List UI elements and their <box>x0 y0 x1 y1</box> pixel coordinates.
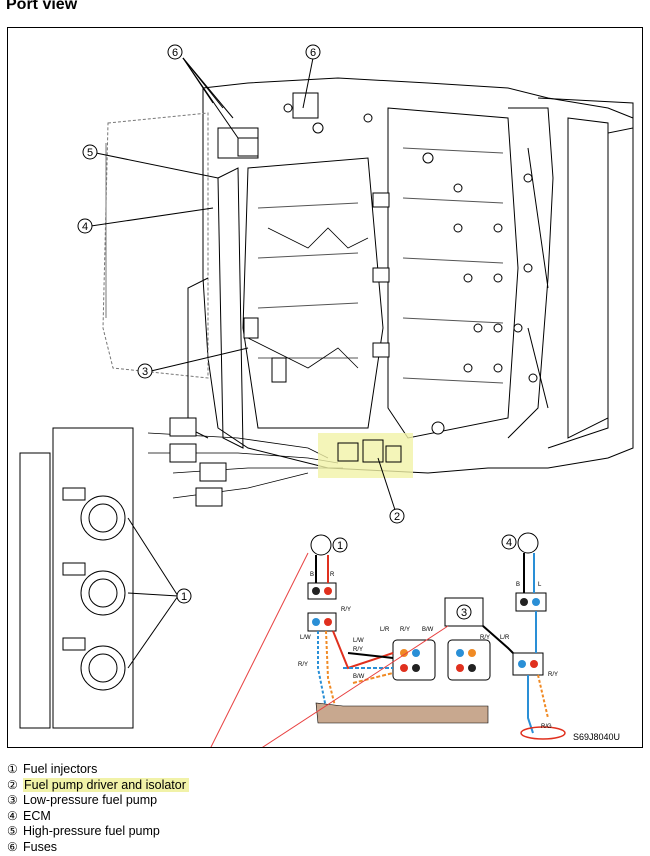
wl-lr2: L/R <box>500 635 510 641</box>
callout-2: 2 <box>394 511 400 523</box>
wl-lw2: L/W <box>353 638 364 644</box>
schem-callout-3: 3 <box>461 607 467 619</box>
wl-ry6: R/Y <box>548 672 558 678</box>
callout-6a: 6 <box>172 47 178 59</box>
wl-lr1: L/R <box>380 627 390 633</box>
wl-ry4: R/Y <box>400 627 410 633</box>
pump-driver <box>337 439 402 463</box>
legend-text: ECM <box>23 808 51 823</box>
engine-diagram: 6 6 5 4 3 2 1 1 4 3 <box>19 44 634 747</box>
wiring-schematic: 1 4 3 <box>298 532 620 742</box>
wl-bw2: B/W <box>422 627 434 633</box>
engine-bolts <box>283 103 538 435</box>
wl-bw1: B/W <box>353 674 365 680</box>
callout-numbers: 6 6 5 4 3 2 1 <box>82 47 400 603</box>
diagram-frame: 6 6 5 4 3 2 1 1 4 3 <box>7 27 643 748</box>
schem-callout-4: 4 <box>506 537 512 549</box>
wl-ry5: R/Y <box>480 635 490 641</box>
throttle-bodies <box>19 427 134 729</box>
block-connectors <box>217 92 390 383</box>
wl-b: B <box>310 572 314 578</box>
wl-rg: R/G <box>541 724 552 730</box>
callout-3: 3 <box>142 366 148 378</box>
legend-text: Low-pressure fuel pump <box>23 793 158 807</box>
page-title: Port view <box>6 0 78 13</box>
harness-plugs <box>169 417 227 507</box>
wl-l: L <box>538 582 542 588</box>
legend-text: Fuses <box>23 839 58 854</box>
callout-1: 1 <box>181 591 187 603</box>
wl-lw1: L/W <box>300 635 311 641</box>
callout-5: 5 <box>87 147 93 159</box>
callout-4: 4 <box>82 221 88 233</box>
legend-text: Fuel injectors <box>23 762 98 776</box>
callout-circles <box>77 44 405 604</box>
schem-callout-1: 1 <box>337 540 343 552</box>
pointer-lines <box>210 552 449 747</box>
callout-6b: 6 <box>310 47 316 59</box>
callout-leaders <box>90 57 398 669</box>
wl-ry3: R/Y <box>298 662 308 668</box>
wl-b2: B <box>516 582 520 588</box>
image-code: S69J8040U <box>573 732 620 742</box>
wl-r: R <box>330 572 335 578</box>
wl-ry2: R/Y <box>353 647 363 653</box>
engine-block <box>102 77 634 474</box>
legend-text-highlighted: Fuel pump driver and isolator <box>23 777 189 792</box>
wl-ry1: R/Y <box>341 607 351 613</box>
legend-text: High-pressure fuel pump <box>23 824 160 838</box>
